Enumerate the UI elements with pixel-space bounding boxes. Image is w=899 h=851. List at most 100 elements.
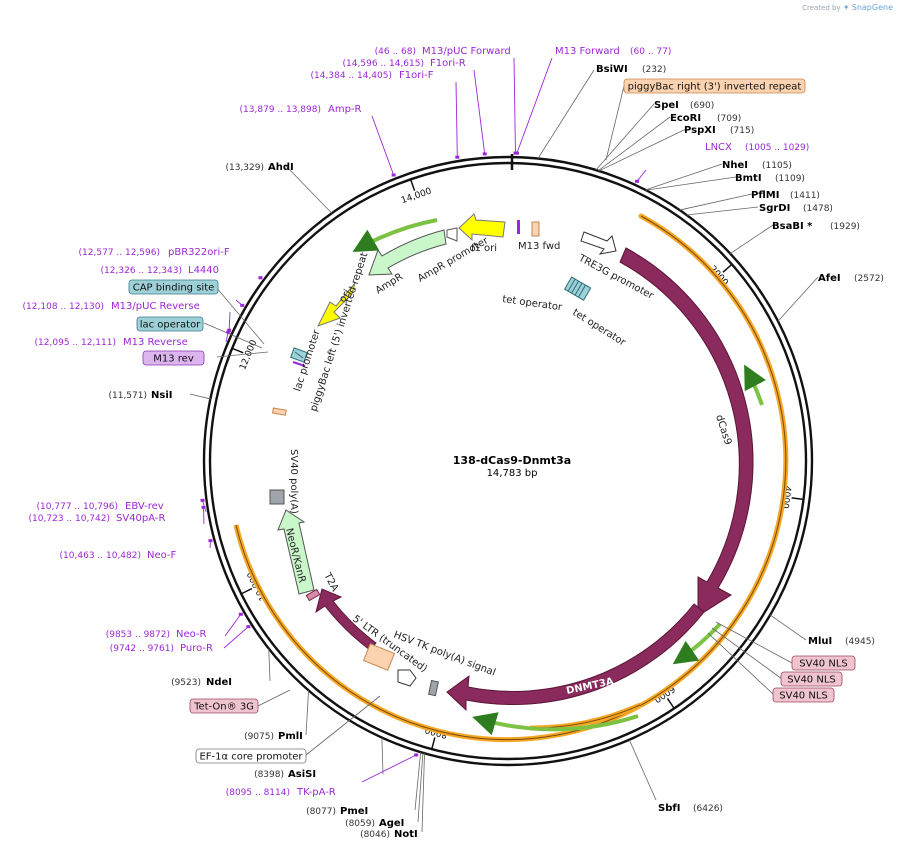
enzyme-leader-line (769, 614, 807, 641)
orf-arrow-right (744, 364, 766, 406)
primer-name: TK-pA-R (296, 787, 336, 798)
primer-name: LNCX (705, 142, 732, 153)
enzyme-position: (8046) (360, 830, 390, 840)
enzyme-leader-line (598, 128, 687, 172)
primer-range: (12,108 .. 12,130) (23, 302, 104, 312)
snapgene-logo-icon: ✦ (842, 3, 850, 12)
enzyme-position: (1478) (803, 204, 833, 214)
feature-label-text: SV40 NLS (799, 659, 848, 670)
feature-label-text: M13 rev (153, 354, 194, 365)
enzyme-leader-line (645, 163, 723, 191)
feature-label-box (195, 748, 307, 764)
tet-operator-block (563, 276, 592, 301)
enzyme-name: AgeI (379, 818, 404, 829)
enzyme-position: (1411) (790, 191, 820, 201)
enzyme-name: SbfI (658, 803, 680, 814)
primer-leader-line (455, 81, 458, 158)
tick-mark (431, 737, 436, 750)
primer-site-mark (201, 505, 206, 509)
tick-mark (231, 347, 244, 354)
enzyme-leader-line (305, 690, 309, 736)
enzyme-position: (8077) (306, 807, 336, 817)
feature-label-box (189, 698, 259, 714)
feature-label-box (142, 350, 205, 366)
primer-name: F1ori-F (399, 70, 434, 81)
enzyme-leader-line (189, 393, 211, 400)
enzyme-name: PmeI (340, 806, 368, 817)
hsv-tk-polya-feature (428, 679, 439, 697)
backbone-outer-ring (202, 155, 814, 767)
enzyme-name: SgrDI (759, 203, 790, 214)
feature-label-text: piggyBac right (3') inverted repeat (628, 82, 802, 93)
f1-ori-label: f1 ori (471, 243, 497, 254)
enzyme-leader-line (686, 206, 759, 216)
primer-range: (9853 .. 9872) (106, 630, 170, 640)
ori-feature (316, 282, 356, 327)
primer-leader-line (513, 57, 516, 154)
tick-mark (791, 497, 804, 501)
primer-name: M13 Forward (555, 46, 620, 57)
f1-ori-feature (458, 213, 506, 242)
enzyme-position: (690) (690, 101, 714, 111)
enzyme-name: AsiSI (288, 769, 316, 780)
tick-mark (409, 179, 416, 191)
tet-operator-2-label: tet operator (570, 307, 628, 349)
primer-name: SV40pA-R (116, 513, 165, 524)
enzyme-leader-line (645, 176, 737, 191)
feature-label-box (780, 671, 843, 687)
tre3g-promoter-feature (580, 231, 617, 255)
enzyme-leader-line (381, 737, 384, 775)
primer-site-mark (455, 155, 460, 159)
primer-range: (14,596 .. 14,615) (343, 59, 424, 69)
primer-name: M13/pUC Forward (422, 46, 511, 57)
primer-range: (13,879 .. 13,898) (240, 105, 321, 115)
feature-label-box (623, 78, 806, 94)
plasmid-length: 14,783 bp (487, 468, 538, 479)
enzyme-name: NsiI (151, 390, 172, 401)
primer-range: (10,463 .. 10,482) (60, 551, 141, 561)
primer-leader-line (371, 115, 395, 176)
primer-range: (10,777 .. 10,796) (37, 502, 118, 512)
primer-range: (12,577 .. 12,596) (79, 248, 160, 258)
lac-promoter-cluster (290, 347, 308, 367)
primer-name: Neo-F (147, 550, 177, 561)
enzyme-position: (2572) (854, 274, 884, 284)
primer-range: (10,723 .. 10,742) (29, 514, 110, 524)
enzyme-position: (1109) (775, 174, 805, 184)
feature-label-box (128, 279, 219, 295)
enzyme-position: (9523) (171, 678, 201, 688)
ampr-feature (368, 229, 447, 276)
primer-site-mark (635, 179, 640, 183)
dcas9-label: dCas9 (713, 414, 733, 447)
tick-mark (240, 587, 253, 595)
enzyme-position: (8059) (345, 819, 375, 829)
primer-leader-line (225, 332, 229, 343)
orf-arrow-upper-left (352, 218, 438, 252)
enzyme-leader-line (597, 116, 671, 172)
tick-label: 14,000 (400, 186, 433, 206)
primer-site-mark (240, 303, 245, 307)
enzyme-leader-line (268, 648, 271, 682)
enzyme-name: PflMI (751, 190, 779, 201)
enzyme-position: (9075) (244, 732, 274, 742)
primer-leader-line (224, 613, 242, 637)
primer-leader-line (473, 69, 486, 154)
enzyme-leader-line (421, 753, 425, 833)
dnmt3a-feature (446, 603, 705, 712)
cds-arc-outer-core (340, 215, 787, 741)
cds-arc-left-core (235, 524, 342, 686)
primer-range: (60 .. 77) (630, 47, 671, 57)
primer-site-mark (246, 625, 251, 629)
primer-leader-lines (200, 57, 647, 783)
primer-leader-line (516, 57, 553, 154)
tick-mark (722, 263, 733, 273)
enzyme-leader-line (777, 276, 819, 322)
enzyme-name: BsaBI * (772, 221, 813, 232)
watermark: Created by ✦ SnapGene (802, 3, 893, 12)
primer-name: pBR322ori-F (168, 247, 230, 258)
primer-site-mark (513, 151, 518, 155)
primer-name: M13/pUC Reverse (111, 301, 200, 312)
enzyme-name: BmtI (735, 173, 762, 184)
enzyme-name: NheI (722, 160, 748, 171)
enzyme-name: PmlI (278, 731, 303, 742)
